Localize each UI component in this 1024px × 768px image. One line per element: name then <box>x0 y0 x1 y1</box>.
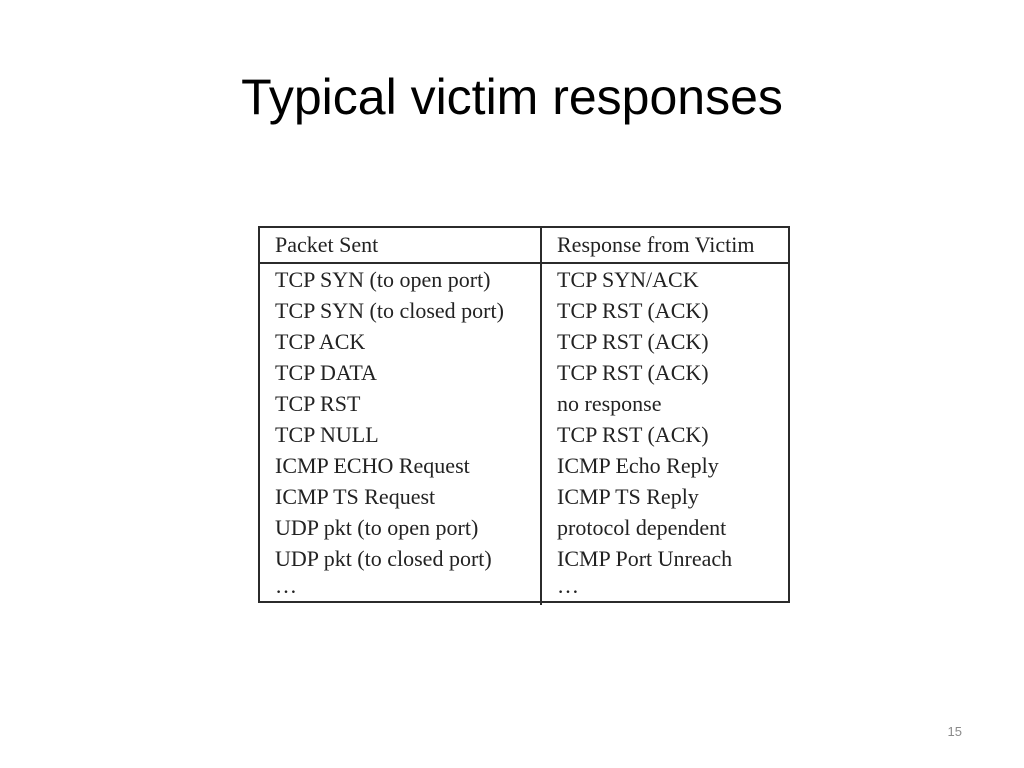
responses-table-frame: Packet Sent Response from Victim TCP SYN… <box>258 226 790 605</box>
header-packet-sent: Packet Sent <box>260 228 542 264</box>
packet-sent-cell: TCP DATA <box>260 357 542 388</box>
packet-sent-cell: TCP SYN (to closed port) <box>260 295 542 326</box>
packet-sent-cell: TCP SYN (to open port) <box>260 263 542 295</box>
table-row: UDP pkt (to open port) protocol dependen… <box>260 512 788 543</box>
packet-sent-ellipsis: … <box>260 574 542 605</box>
response-cell: TCP RST (ACK) <box>557 298 709 323</box>
table-row: TCP ACK TCP RST (ACK) <box>260 326 788 357</box>
packet-sent-cell: ICMP TS Request <box>260 481 542 512</box>
response-ellipsis: … <box>557 574 579 598</box>
response-cell: ICMP TS Reply <box>557 484 699 509</box>
packet-sent-cell: TCP NULL <box>260 419 542 450</box>
response-cell: ICMP Port Unreach <box>557 546 733 571</box>
table-row: TCP RST no response <box>260 388 788 419</box>
table-row: ICMP ECHO Request ICMP Echo Reply <box>260 450 788 481</box>
slide-title: Typical victim responses <box>241 69 783 125</box>
response-cell: TCP SYN/ACK <box>557 267 699 292</box>
table-row: TCP NULL TCP RST (ACK) <box>260 419 788 450</box>
packet-sent-cell: ICMP ECHO Request <box>260 450 542 481</box>
table-row: TCP SYN (to closed port) TCP RST (ACK) <box>260 295 788 326</box>
packet-sent-cell: TCP RST <box>260 388 542 419</box>
packet-sent-cell: UDP pkt (to open port) <box>260 512 542 543</box>
response-cell: no response <box>557 391 662 416</box>
header-response-from-victim: Response from Victim <box>541 228 788 264</box>
table-row: TCP DATA TCP RST (ACK) <box>260 357 788 388</box>
response-cell: ICMP Echo Reply <box>557 453 719 478</box>
table-row: UDP pkt (to closed port) ICMP Port Unrea… <box>260 543 788 574</box>
response-cell: protocol dependent <box>557 515 727 540</box>
table-row: TCP SYN (to open port) TCP SYN/ACK <box>260 263 788 295</box>
packet-sent-cell: TCP ACK <box>260 326 542 357</box>
table-row: ICMP TS Request ICMP TS Reply <box>260 481 788 512</box>
responses-table: Packet Sent Response from Victim TCP SYN… <box>260 228 788 605</box>
packet-sent-cell: UDP pkt (to closed port) <box>260 543 542 574</box>
table-header-row: Packet Sent Response from Victim <box>260 228 788 264</box>
table-row-ellipsis: … … <box>260 574 788 605</box>
slide-number: 15 <box>947 724 962 739</box>
response-cell: TCP RST (ACK) <box>557 360 709 385</box>
response-cell: TCP RST (ACK) <box>557 422 709 447</box>
response-cell: TCP RST (ACK) <box>557 329 709 354</box>
